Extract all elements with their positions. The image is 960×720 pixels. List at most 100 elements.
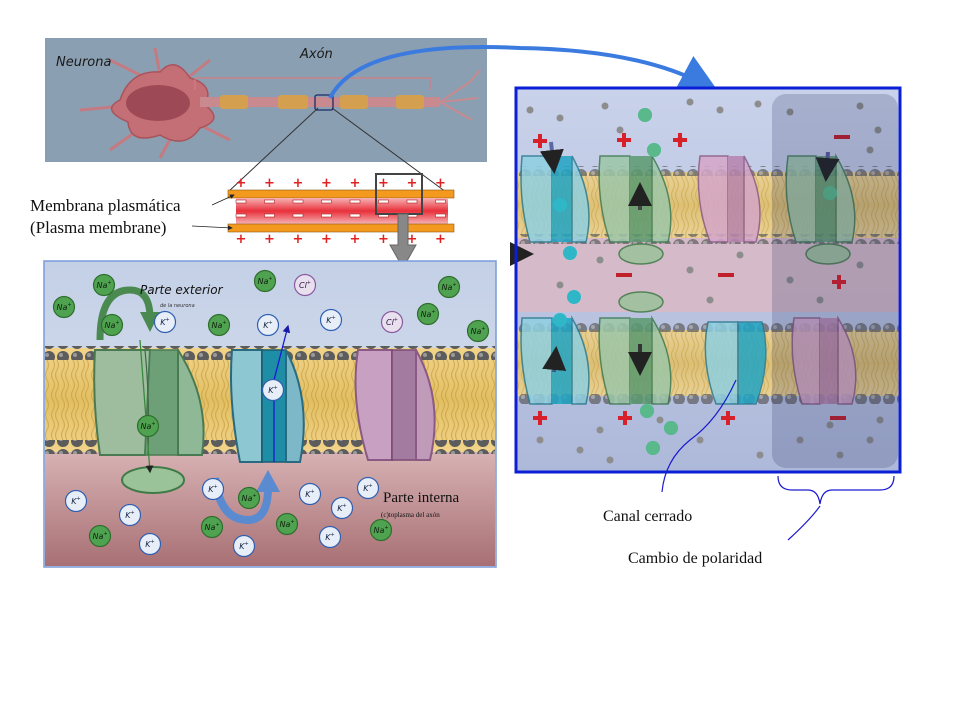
axon-terminals bbox=[439, 69, 481, 121]
minus-sign bbox=[349, 213, 361, 218]
ion-dot bbox=[556, 281, 564, 289]
ion-dot bbox=[856, 261, 864, 269]
membrane-pointer-en bbox=[191, 225, 233, 231]
na-ion: Na+ bbox=[416, 302, 440, 326]
na-ion: Na+ bbox=[100, 313, 124, 337]
na-ion: Na+ bbox=[88, 524, 112, 548]
plus-sign bbox=[623, 411, 627, 425]
k-ion: K+ bbox=[118, 503, 142, 527]
detail-panel: Na+ Na+ Na+ Na+ Na+ Na+ Na+ Na+ K+ K+ K+ Cl+ Cl+ Na+ K… bbox=[43, 260, 497, 568]
svg-text:Na+: Na+ bbox=[96, 280, 111, 290]
ion-dot bbox=[816, 296, 824, 304]
closed-channel-label: Canal cerrado bbox=[603, 508, 692, 525]
ion-dot bbox=[686, 98, 694, 106]
ion-dot bbox=[754, 100, 762, 108]
minus-sign bbox=[264, 199, 275, 204]
na-ion: Na+ bbox=[200, 515, 224, 539]
svg-text:Cl+: Cl+ bbox=[299, 280, 311, 290]
svg-text:K+: K+ bbox=[268, 385, 277, 395]
ion-dot bbox=[638, 108, 652, 122]
svg-text:K+: K+ bbox=[263, 320, 272, 330]
na-ion: Na+ bbox=[369, 518, 393, 542]
polarity-highlight bbox=[772, 94, 898, 468]
minus-sign bbox=[378, 199, 389, 204]
ion-dot bbox=[596, 256, 604, 264]
k-ion: K+ bbox=[261, 378, 285, 402]
svg-text:K+: K+ bbox=[208, 484, 217, 494]
axon-shaft bbox=[200, 97, 440, 107]
ion-dot bbox=[696, 436, 704, 444]
svg-text:Na+: Na+ bbox=[56, 302, 71, 312]
cl-ion: Cl+ bbox=[380, 310, 404, 334]
plus-sign: + bbox=[236, 232, 247, 247]
plus-sign bbox=[837, 275, 841, 289]
plus-sign: + bbox=[321, 232, 332, 247]
ion-dot bbox=[876, 416, 884, 424]
ion-dot bbox=[536, 436, 544, 444]
k-ion: K+ bbox=[298, 482, 322, 506]
ion-dot bbox=[866, 146, 874, 154]
ion-dot bbox=[646, 441, 660, 455]
na-ion: Na+ bbox=[437, 275, 461, 299]
ion-dot bbox=[526, 106, 534, 114]
minus-sign bbox=[616, 273, 632, 277]
axon-bracket bbox=[194, 77, 431, 90]
polarity-channels-top bbox=[520, 153, 856, 265]
polarity-change-label: Cambio de polaridad bbox=[628, 550, 762, 567]
ion-dot bbox=[606, 456, 614, 464]
ion-dot bbox=[756, 451, 764, 459]
svg-text:Na+: Na+ bbox=[420, 309, 435, 319]
cl-ion: Cl+ bbox=[293, 273, 317, 297]
neuron-label: Neurona bbox=[56, 55, 111, 70]
minus-sign bbox=[321, 213, 332, 218]
inside-label: Parte interna bbox=[383, 490, 460, 506]
svg-text:Na+: Na+ bbox=[373, 525, 388, 535]
ion-dot bbox=[866, 436, 874, 444]
ion-dot bbox=[596, 426, 604, 434]
ion-dot bbox=[640, 404, 654, 418]
svg-text:K+: K+ bbox=[325, 532, 334, 542]
ion-dot bbox=[616, 126, 624, 134]
plus-signs-bottom: ++++++++ bbox=[236, 232, 446, 247]
k-ion: K+ bbox=[356, 476, 380, 500]
polarity-panel bbox=[510, 86, 902, 474]
ion-dot bbox=[553, 313, 567, 327]
ion-dot bbox=[826, 421, 834, 429]
minus-sign bbox=[321, 199, 332, 204]
green-arrow-head bbox=[140, 312, 160, 332]
blue-arrow-head bbox=[256, 470, 280, 492]
zoom-line-left bbox=[227, 107, 319, 193]
minus-sign bbox=[406, 199, 418, 204]
k-ion: K+ bbox=[319, 308, 343, 332]
na-ion: Na+ bbox=[466, 319, 490, 343]
plus-sign: + bbox=[350, 232, 361, 247]
ions-layer: Na+ Na+ Na+ Na+ Na+ Na+ Na+ Na+ K+ K+ K+ Cl+ Cl+ Na+ K… bbox=[52, 269, 490, 558]
polarity-panel-border bbox=[514, 86, 902, 474]
k-ion: K+ bbox=[153, 310, 177, 334]
plus-sign: + bbox=[407, 232, 418, 247]
ion-dot bbox=[563, 246, 577, 260]
blue-curved-arrow bbox=[328, 45, 720, 99]
k-ion: K+ bbox=[318, 525, 342, 549]
plus-sign: + bbox=[378, 232, 389, 247]
potassium-channel bbox=[230, 324, 305, 463]
minus-sign bbox=[235, 213, 247, 218]
svg-text:K+: K+ bbox=[160, 317, 169, 327]
k-ion: K+ bbox=[138, 532, 162, 556]
polarity-heads-2 bbox=[517, 234, 899, 244]
svg-text:K+: K+ bbox=[125, 510, 134, 520]
minus-sign bbox=[435, 199, 446, 204]
ion-dot bbox=[716, 106, 724, 114]
minus-sign bbox=[435, 213, 446, 218]
plus-sign bbox=[678, 133, 682, 147]
myelin-sheaths bbox=[220, 95, 424, 109]
svg-text:Na+: Na+ bbox=[211, 320, 226, 330]
polarity-charge-signs bbox=[533, 133, 850, 425]
plus-sign: + bbox=[293, 176, 304, 191]
membrane-label-en: (Plasma membrane) bbox=[30, 218, 166, 237]
svg-text:Na+: Na+ bbox=[441, 282, 456, 292]
plus-sign bbox=[622, 133, 626, 147]
svg-text:Na+: Na+ bbox=[204, 522, 219, 532]
membrane-cross-section: ++++++++ ++++++++ bbox=[227, 173, 455, 270]
minus-sign bbox=[292, 213, 304, 218]
